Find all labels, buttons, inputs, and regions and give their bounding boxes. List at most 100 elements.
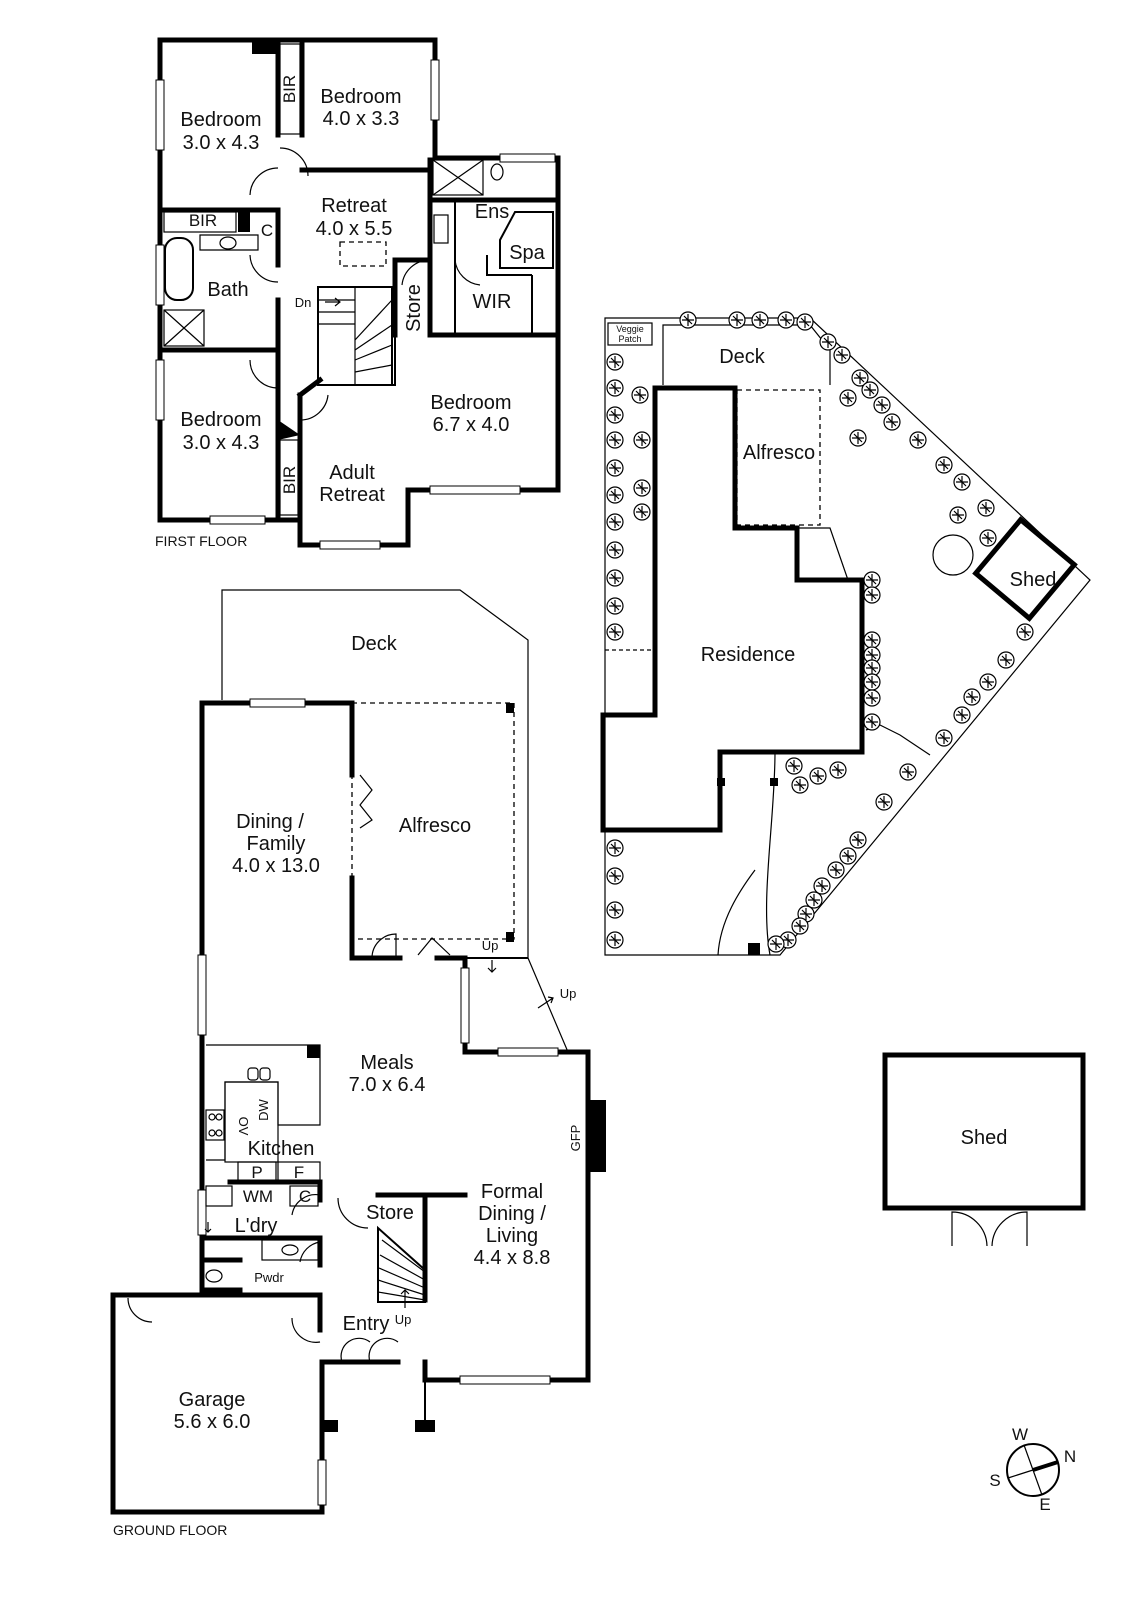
post — [506, 932, 514, 942]
adult-retreat-label-1: Adult — [329, 462, 375, 484]
tree-icon-detail — [609, 904, 621, 916]
store-label: Store — [403, 284, 425, 332]
door-swing — [337, 1197, 369, 1229]
entry-double-door — [340, 1337, 399, 1363]
deck-label: Deck — [351, 633, 398, 655]
dn-label: Dn — [295, 295, 312, 310]
door-swing — [249, 167, 279, 196]
tree-icon-detail — [854, 372, 866, 384]
tree-icon-detail — [852, 432, 864, 444]
bedroom-n-size: 4.0 x 3.3 — [323, 108, 400, 130]
gfp-label: GFP — [568, 1125, 583, 1152]
tree-icon-detail — [780, 314, 792, 326]
ground-floor-caption: GROUND FLOOR — [113, 1522, 227, 1538]
bir-label-1: BIR — [280, 75, 299, 103]
compass: W N S E — [989, 1425, 1076, 1514]
tree-icon-detail — [799, 316, 811, 328]
c-label: C — [261, 221, 273, 240]
dining-family-label-1: Dining / — [236, 811, 304, 833]
bir-robe — [279, 43, 301, 135]
tree-icon-detail — [609, 516, 621, 528]
down-arrow — [204, 1222, 212, 1233]
window — [317, 1459, 327, 1506]
compass-s: S — [989, 1471, 1000, 1490]
tree-icon-detail — [682, 314, 694, 326]
door-swing — [299, 1241, 321, 1263]
wall — [157, 207, 281, 268]
sink-bowl — [247, 1067, 259, 1081]
compass-n: N — [1064, 1447, 1076, 1466]
door-swing — [401, 259, 431, 286]
meals-size: 7.0 x 6.4 — [349, 1074, 426, 1096]
cupboard — [289, 1185, 319, 1207]
spa-tub — [499, 211, 554, 269]
up-arrow — [487, 960, 497, 973]
tree-icon-detail — [876, 399, 888, 411]
retreat-size: 4.0 x 5.5 — [316, 218, 393, 240]
bedroom-nw-size: 3.0 x 4.3 — [183, 132, 260, 154]
tree-icon-detail — [864, 384, 876, 396]
tree-icon-detail — [886, 416, 898, 428]
skylight — [339, 241, 387, 267]
site-deck-label: Deck — [719, 346, 766, 368]
tree-icon-detail — [866, 716, 878, 728]
tree-icon-detail — [636, 434, 648, 446]
bir-label-3: BIR — [280, 466, 299, 494]
post — [717, 778, 725, 786]
wir-label: WIR — [473, 291, 512, 313]
deck-outline — [221, 589, 569, 1053]
site-shed-label: Shed — [1010, 569, 1057, 591]
tree-icon-detail — [878, 796, 890, 808]
tree-icon-detail — [1019, 626, 1031, 638]
cooktop — [205, 1109, 225, 1141]
tree-icon-detail — [609, 356, 621, 368]
wall-corner — [278, 420, 300, 440]
gas-fireplace — [588, 1100, 606, 1172]
ens-basin — [433, 214, 449, 244]
tree-icon-detail — [866, 692, 878, 704]
meals-label: Meals — [360, 1052, 413, 1074]
ground-floor-plan: Deck Dining / Family 4.0 x 13.0 Alfresco… — [110, 589, 606, 1538]
dining-family-size: 4.0 x 13.0 — [232, 855, 320, 877]
first-floor-caption: FIRST FLOOR — [155, 533, 247, 549]
post — [307, 1045, 320, 1058]
shed-outline — [882, 1052, 1086, 1211]
tree-icon-detail — [816, 880, 828, 892]
burner — [215, 1113, 223, 1121]
tree-icon-detail — [842, 850, 854, 862]
site-step — [797, 527, 849, 581]
retreat-label: Retreat — [321, 195, 387, 217]
wall — [199, 1235, 323, 1268]
tree-icon-detail — [830, 864, 842, 876]
tree-icon-detail — [822, 336, 834, 348]
site-shed-outline — [972, 516, 1078, 622]
post — [506, 703, 514, 713]
bifold-door — [359, 774, 373, 829]
site-boundary — [604, 317, 1091, 956]
toilet — [205, 1269, 223, 1283]
tree-icon-detail — [788, 760, 800, 772]
ens-shower-drain — [432, 159, 484, 196]
bath-label: Bath — [207, 279, 248, 301]
tree-icon-detail — [866, 662, 878, 674]
tree-icon-detail — [808, 894, 820, 906]
entry-label: Entry — [343, 1313, 390, 1335]
door-swing — [127, 1297, 153, 1323]
ground-floor-stairs — [377, 1225, 426, 1308]
tree-icon-detail — [782, 934, 794, 946]
large-tree-icon — [932, 534, 974, 576]
tree-icon-detail — [609, 600, 621, 612]
tree-icon-detail — [812, 770, 824, 782]
window — [459, 1375, 551, 1385]
residence-label: Residence — [701, 644, 796, 666]
dining-family-label-2: Family — [247, 833, 306, 855]
spa-label: Spa — [509, 242, 545, 264]
shower — [163, 309, 205, 347]
dw-label: DW — [256, 1098, 271, 1120]
bedroom-main-label: Bedroom — [430, 392, 511, 414]
shower-drain — [163, 309, 205, 347]
tree-icon-detail — [794, 920, 806, 932]
tree-icon-detail — [609, 462, 621, 474]
cupboard-label: C — [299, 1187, 311, 1206]
